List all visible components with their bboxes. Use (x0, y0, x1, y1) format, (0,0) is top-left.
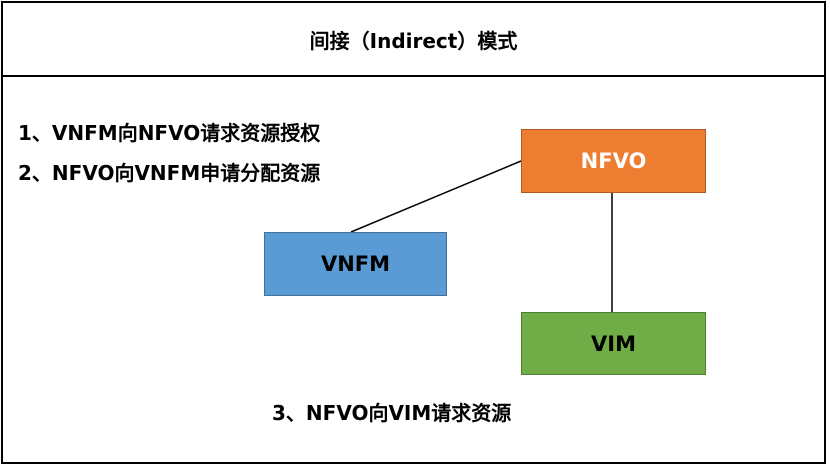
step-3-text: 3、NFVO向VIM请求资源 (272, 401, 512, 425)
step-1-text: 1、VNFM向NFVO请求资源授权 (18, 121, 321, 145)
page-title: 间接（Indirect）模式 (309, 28, 518, 53)
step-2-text: 2、NFVO向VNFM申请分配资源 (18, 161, 321, 185)
nfvo-label: NFVO (580, 149, 647, 173)
vim-label: VIM (591, 331, 636, 356)
nfvo-box: NFVO (521, 129, 706, 193)
vnfm-label: VNFM (320, 252, 391, 276)
vim-box: VIM (521, 312, 706, 375)
vnfm-box: VNFM (264, 232, 447, 296)
header-bar: 间接（Indirect）模式 (3, 3, 824, 77)
